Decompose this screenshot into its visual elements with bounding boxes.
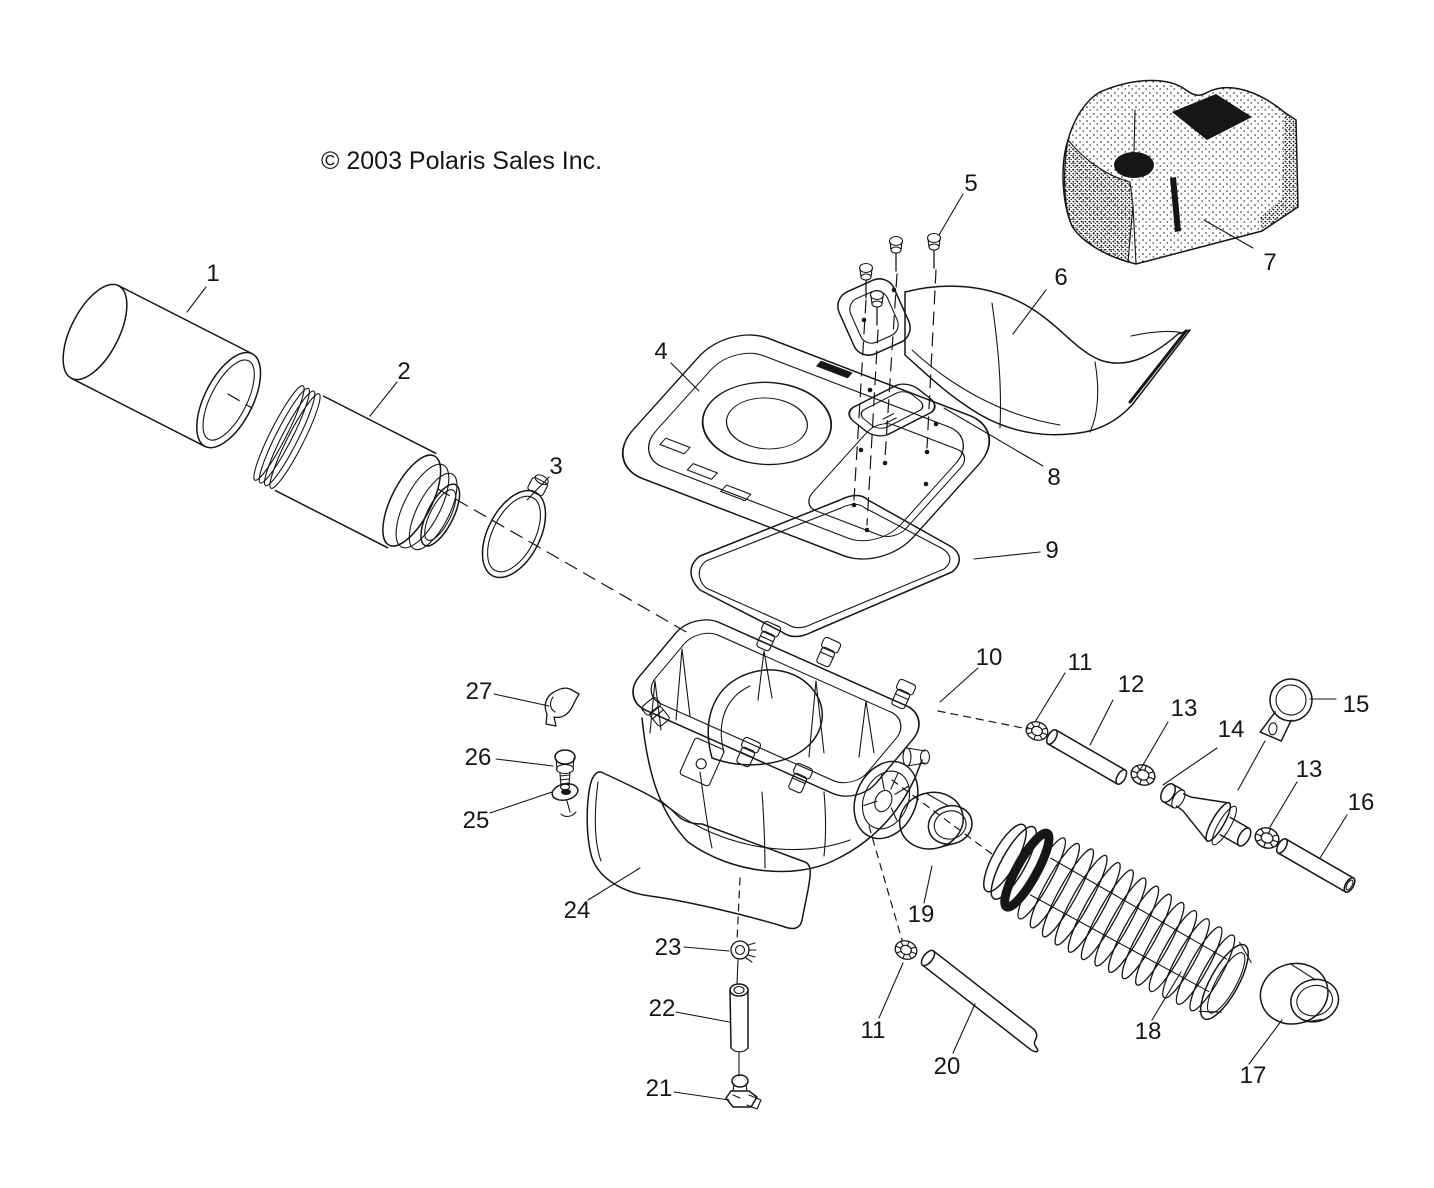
- part-6-intake-duct: [837, 278, 1191, 436]
- callout-10-label: 10: [976, 644, 1003, 671]
- part-27-clip: [544, 687, 580, 727]
- part-4-airbox-cover: [621, 334, 991, 560]
- assembly-centerlines: [227, 269, 1029, 942]
- callout-25-label: 25: [463, 807, 490, 834]
- callout-1-label: 1: [206, 260, 219, 287]
- callout-18-label: 18: [1135, 1018, 1162, 1045]
- part-16-breather-tube-lower: [1275, 838, 1356, 893]
- callout-16-label: 16: [1348, 789, 1375, 816]
- callout-7-label: 7: [1263, 249, 1276, 276]
- callout-12-label: 12: [1118, 671, 1145, 698]
- part-25-washer: [551, 782, 579, 817]
- part-8-adapter-plate: [848, 383, 936, 437]
- part-5-screws: [858, 232, 942, 326]
- callout-11b-label: 11: [861, 1017, 886, 1044]
- callout-3-label: 3: [549, 453, 562, 480]
- airbox-vent-stub: [902, 747, 931, 767]
- part-12-breather-tube: [1045, 729, 1128, 785]
- part-3-hose-clamp: [481, 474, 549, 579]
- part-18-corrugated-hose: [983, 823, 1252, 1021]
- part-10-airbox-body: [632, 619, 931, 873]
- part-22-drain-pipe: [729, 983, 749, 1053]
- callout-6-label: 6: [1054, 264, 1067, 291]
- airbox-outlet-port: [853, 760, 919, 840]
- part-2-filter-element: [253, 385, 461, 551]
- part-7-foam-block: [1062, 79, 1299, 265]
- callout-9-label: 9: [1045, 537, 1058, 564]
- callout-14-label: 14: [1218, 716, 1245, 743]
- callout-5-label: 5: [964, 170, 977, 197]
- callout-17-label: 17: [1240, 1062, 1267, 1089]
- copyright-text: © 2003 Polaris Sales Inc.: [321, 147, 602, 175]
- callout-11-label: 11: [1068, 649, 1093, 676]
- callout-15-label: 15: [1343, 691, 1370, 718]
- part-1-outer-tube: [62, 283, 262, 449]
- part-17-hose-ring: [1259, 962, 1340, 1025]
- callout-27-label: 27: [466, 678, 493, 705]
- part-11-bushing-lower: [891, 937, 921, 963]
- callout-23-label: 23: [655, 934, 682, 961]
- callout-19-label: 19: [908, 901, 935, 928]
- callout-labels: 1 2 3 4 5 6 7 8 9 10 11 12 13 14 15 13 1…: [206, 170, 1374, 1102]
- callout-22-label: 22: [649, 995, 676, 1022]
- part-15-mount-clamp: [1259, 678, 1313, 742]
- part-21-drain-valve: [725, 1074, 762, 1110]
- part-9-cover-seal: [690, 494, 960, 638]
- drain-stack-axis: [736, 959, 740, 1077]
- part-24-splash-shield: [586, 771, 811, 930]
- part-14-check-valve: [1160, 783, 1252, 847]
- part-20-drain-tube: [920, 949, 1039, 1053]
- callout-2-label: 2: [397, 358, 410, 385]
- part-19-coupler-ring: [898, 791, 973, 850]
- callout-4-label: 4: [654, 338, 667, 365]
- callout-13-label: 13: [1171, 695, 1198, 722]
- callout-21-label: 21: [646, 1075, 673, 1102]
- callout-13b-label: 13: [1296, 756, 1323, 783]
- callout-8-label: 8: [1047, 464, 1060, 491]
- leader-lines: [186, 193, 1348, 1101]
- callout-20-label: 20: [934, 1053, 961, 1080]
- part-23-clamp-small: [730, 940, 757, 963]
- callout-26-label: 26: [465, 744, 492, 771]
- callout-24-label: 24: [564, 897, 591, 924]
